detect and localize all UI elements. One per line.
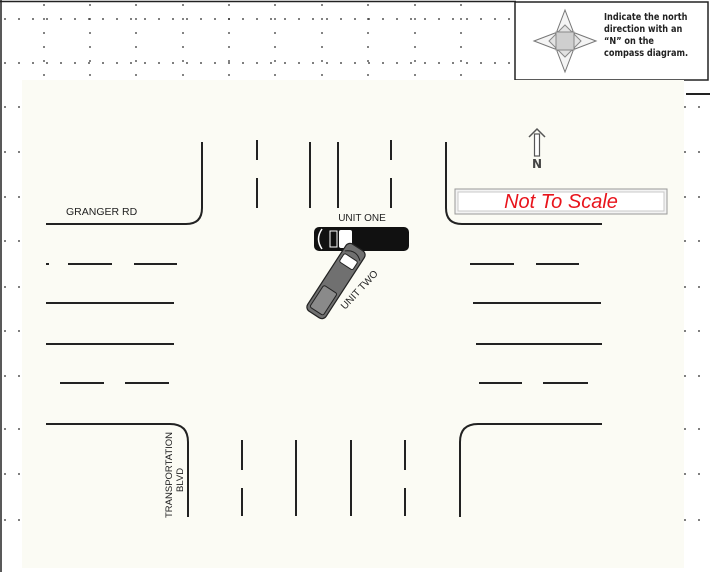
curb-lines xyxy=(46,142,602,517)
not-to-scale-box xyxy=(454,188,668,215)
road-area xyxy=(22,80,684,568)
dotted-grid xyxy=(4,4,708,568)
street-label-granger-rd: GRANGER RD xyxy=(66,206,138,218)
compass-rose-icon xyxy=(532,8,598,74)
street-label-blvd: BLVD xyxy=(175,468,186,492)
unit-one-label: UNIT ONE xyxy=(338,213,386,224)
unit-two-vehicle-icon xyxy=(306,242,366,320)
compass-instructions: Indicate the north direction with an “N”… xyxy=(604,12,689,59)
street-label-transportation: TRANSPORTATION xyxy=(164,432,175,518)
unit-one-vehicle-icon xyxy=(314,227,409,251)
north-arrow-label: N xyxy=(532,157,542,171)
lane-markings xyxy=(46,140,602,516)
not-to-scale-label: Not To Scale xyxy=(504,191,618,213)
north-arrow-icon xyxy=(528,127,546,157)
